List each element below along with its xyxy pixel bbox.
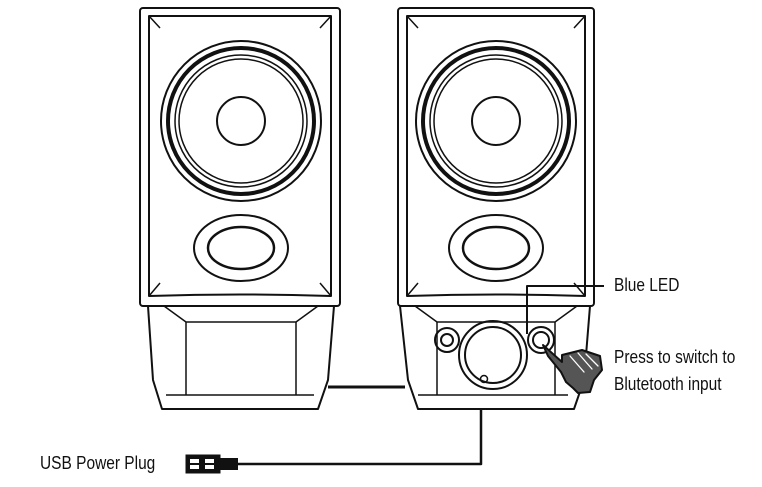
right-speaker-base [399, 305, 591, 410]
right-tweeter [448, 214, 544, 282]
right-speaker-front-panel [406, 15, 586, 297]
left-tweeter [193, 214, 289, 282]
right-speaker-cabinet [397, 7, 595, 307]
blue-led-leader-line [526, 285, 604, 334]
bluetooth-button[interactable] [527, 326, 555, 354]
pointing-hand-icon [542, 344, 603, 394]
bluetooth-input-label: Blutetooth input [614, 374, 722, 394]
left-speaker-base [147, 305, 335, 410]
press-to-switch-label: Press to switch to [614, 347, 736, 367]
left-speaker [139, 7, 341, 410]
right-woofer [415, 40, 577, 202]
usb-power-plug-label: USB Power Plug [40, 453, 156, 473]
volume-knob[interactable] [458, 320, 528, 390]
aux-jack [434, 327, 460, 353]
right-speaker [397, 7, 595, 410]
usb-cable [236, 409, 483, 466]
left-woofer [160, 40, 322, 202]
usb-plug-icon [185, 454, 238, 474]
left-speaker-front-panel [148, 15, 332, 297]
blue-led-label: Blue LED [614, 275, 680, 295]
